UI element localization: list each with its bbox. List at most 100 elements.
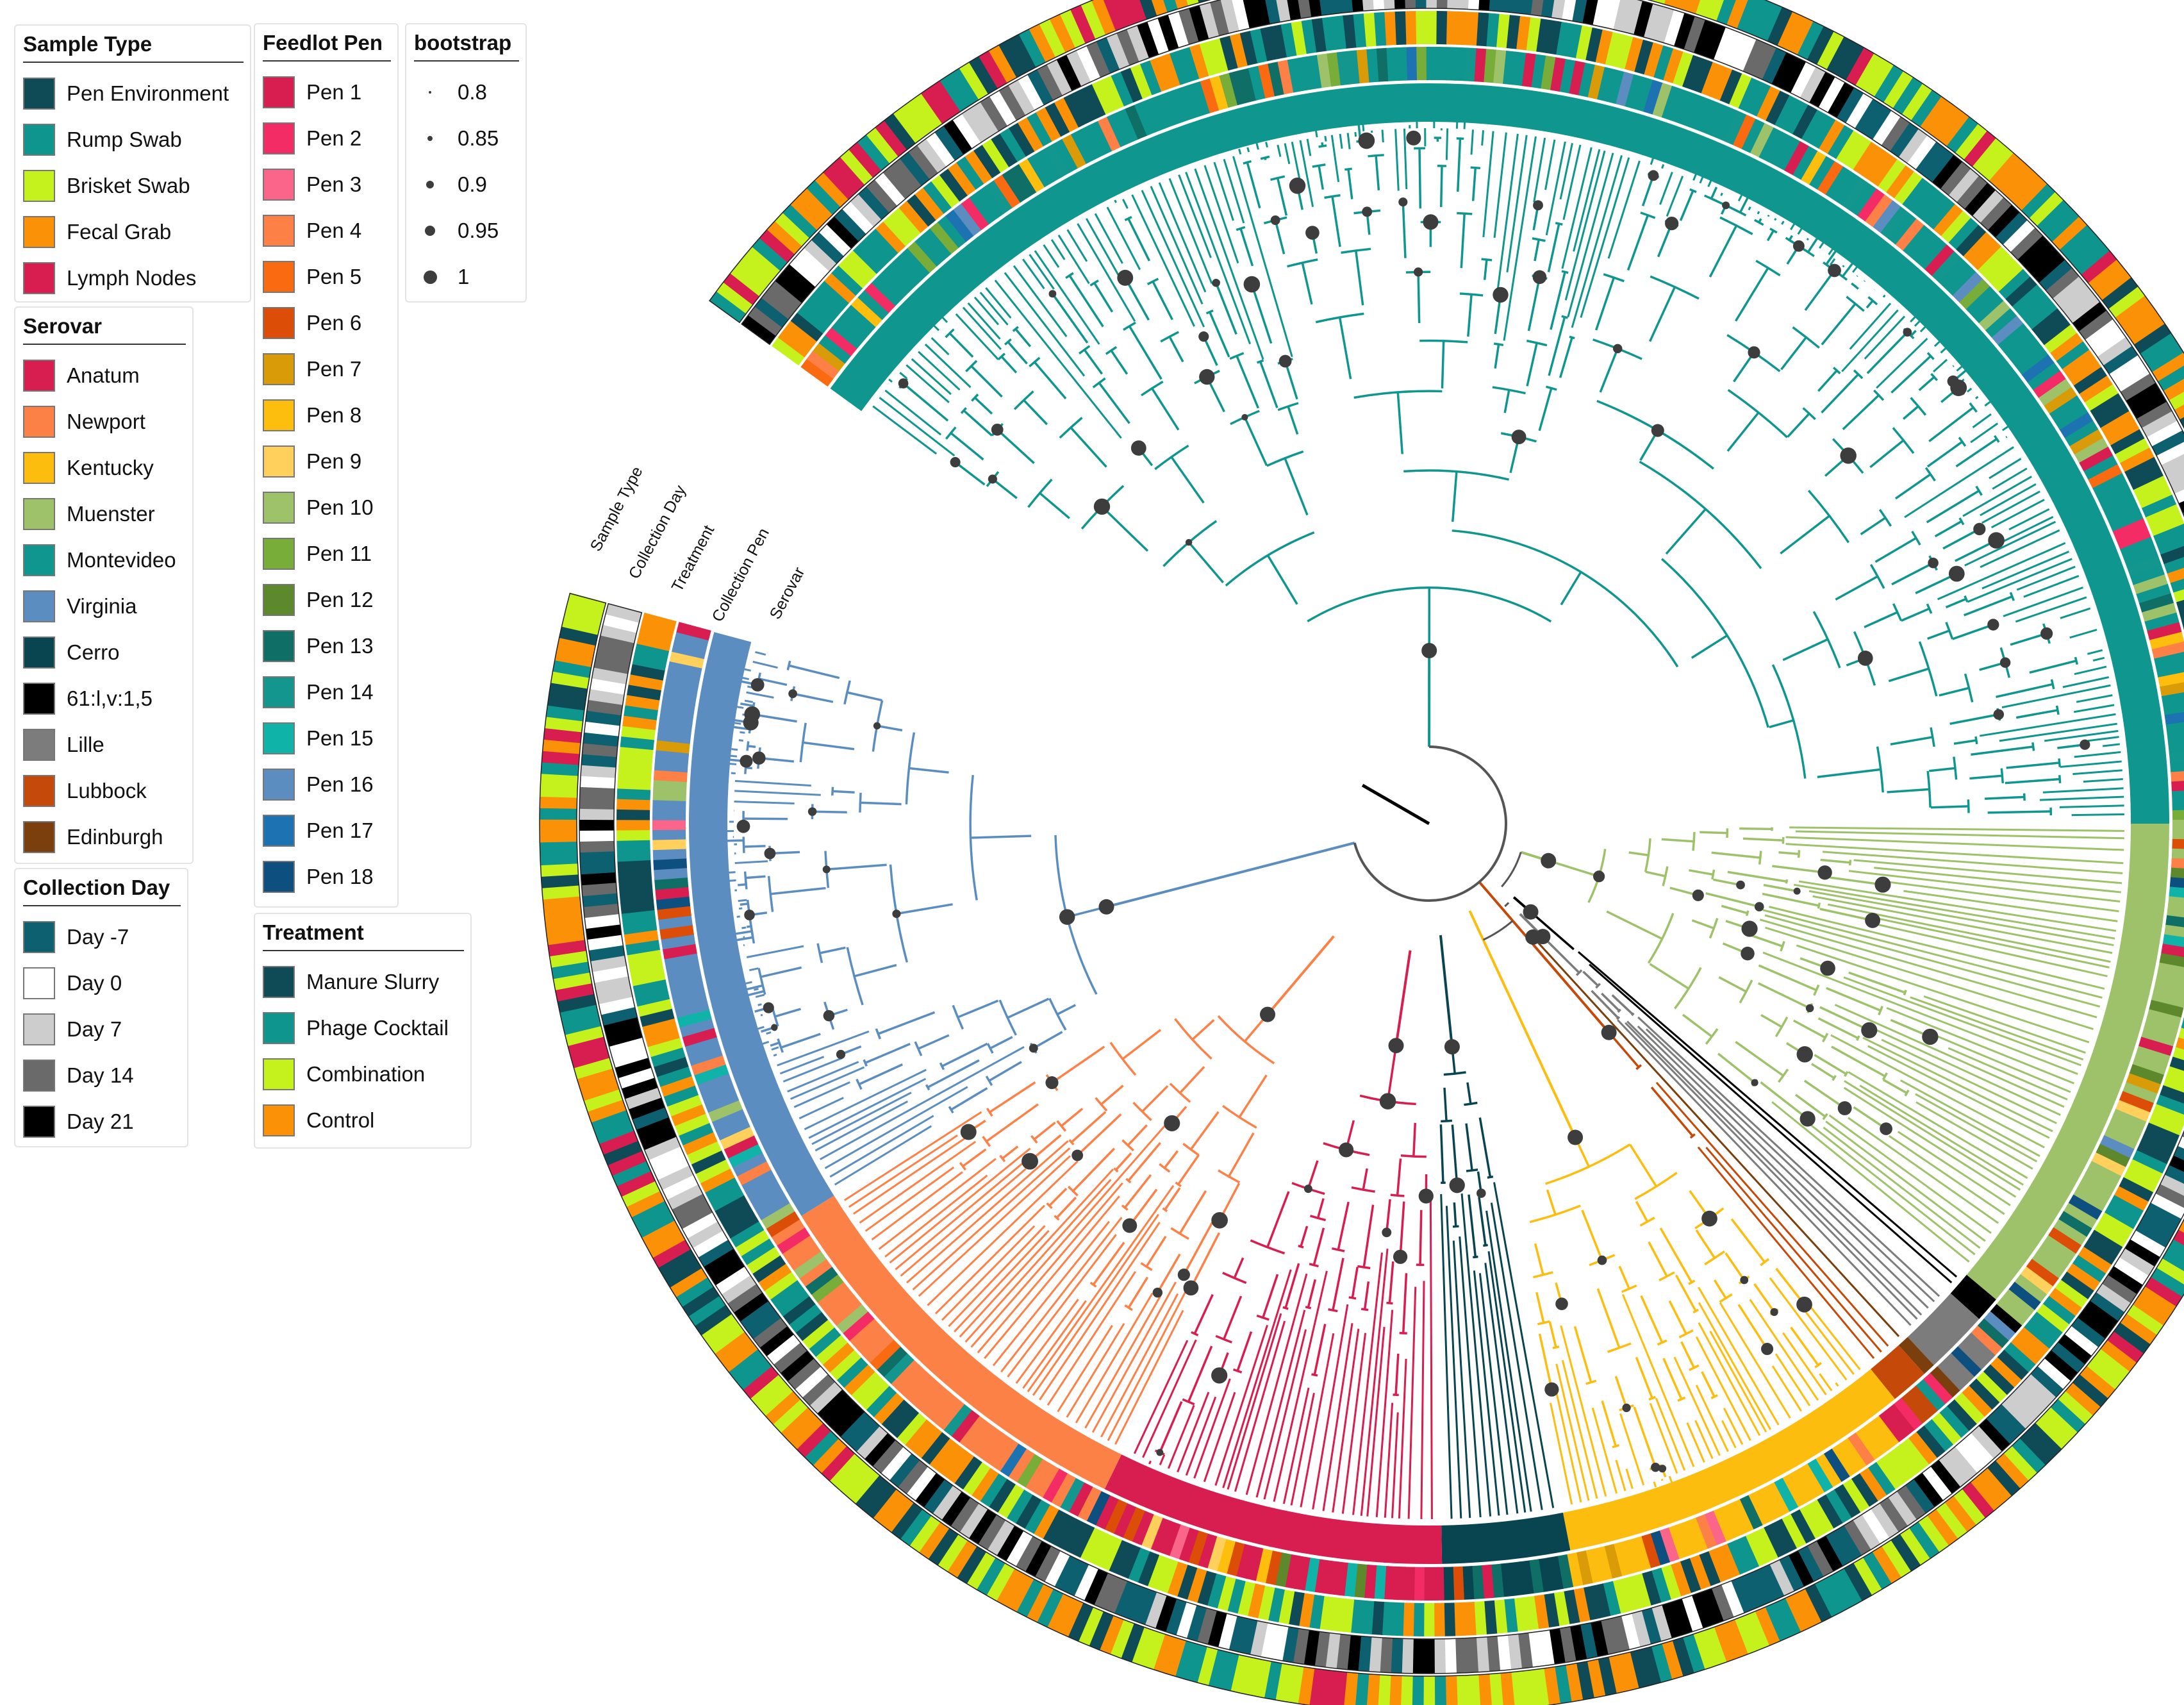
pen-cell [1823,1448,1850,1483]
day-cell [897,1460,928,1494]
day-cell [1046,59,1073,96]
treatment-cell [1036,107,1062,142]
treatment-cell [1216,1576,1236,1611]
day-cell [1114,1581,1138,1618]
branch-line [1781,220,1785,225]
day-cell [1769,1559,1794,1597]
legend-item-kentucky: Kentucky [23,445,192,491]
pen-cell [684,1036,720,1056]
legend-label: 0.8 [458,80,487,104]
treatment-cell [2128,1159,2163,1184]
branch-line [1874,536,1917,563]
branch-arc [1236,226,1246,231]
day-cell [661,1174,699,1200]
branch-line [1937,542,2066,601]
treatment-cell [2109,1195,2144,1221]
bootstrap-node [1122,1218,1138,1233]
pen-cell [1327,52,1341,87]
pen-cell [1190,81,1211,117]
pen-cell [656,739,690,754]
branch-line [1250,284,1273,344]
sample-cell [591,1109,631,1134]
legend-swatch [23,921,55,953]
pen-cell [849,1318,881,1349]
day-cell [1837,87,1864,124]
branch-line [1222,1269,1292,1488]
pen-cell [1493,49,1507,84]
branch-line [1691,634,1728,659]
day-cell [959,1502,988,1538]
legend-swatch [23,78,55,110]
pen-cell [1236,1543,1254,1579]
pen-cell [1784,141,1810,176]
treatment-cell [1827,125,1855,160]
pen-cell [1686,1517,1708,1553]
pen-cell [2112,518,2147,541]
branch-line [1760,1014,1783,1028]
branch-line [1689,869,1714,876]
tree-branches [720,112,2124,1519]
branch-arc [1123,321,1136,331]
pen-cell [1950,1346,1982,1377]
branch-arc [1832,1075,1837,1081]
branch-line [1503,136,1537,341]
sample-cell [2095,268,2132,301]
branch-arc [1309,1263,1319,1268]
pen-cell [1815,1453,1842,1488]
pen-cell [1344,1562,1358,1597]
pen-cell [2033,370,2067,399]
day-cell [1056,54,1082,91]
sample-cell [2113,1322,2151,1354]
treatment-cell [1566,23,1583,58]
pen-cell [1086,1490,1111,1526]
treatment-cell [988,1478,1016,1513]
sample-cell [1629,1649,1650,1689]
day-cell [1137,21,1160,58]
day-cell [1681,1595,1703,1632]
branch-line [895,1158,1029,1270]
treatment-cell [1910,184,1940,217]
pen-cell [983,1432,1011,1466]
legend-item-pen-11: Pen 11 [263,531,397,577]
legend-title: Serovar [23,314,186,345]
sample-cell [1682,1634,1705,1674]
branch-line [1848,971,1906,994]
day-cell [1228,1615,1248,1652]
branch-line [1209,311,1230,358]
legend-label: Pen Environment [67,81,229,105]
treatment-cell [2173,589,2184,603]
branch-line [1000,1217,1123,1373]
branch-line [888,378,893,383]
branch-line [954,461,986,486]
day-cell [977,1514,1006,1550]
branch-line [1548,1321,1557,1348]
sample-cell [540,795,577,809]
treatment-cell [1371,1601,1385,1635]
sample-cell [788,1415,823,1450]
branch-line [1661,164,1665,169]
branch-line [1780,515,1830,554]
branch-line [1459,1236,1482,1518]
day-cell [2140,1211,2176,1239]
treatment-cell [682,1131,718,1155]
sample-cell [1784,1593,1812,1633]
pen-cell [1670,88,1692,124]
pen-cell [2167,731,2184,744]
bootstrap-node [1358,132,1375,149]
pen-cell [1557,1554,1574,1589]
treatment-cell [2181,620,2184,631]
treatment-cell [1082,83,1107,119]
bootstrap-node [1701,1210,1717,1227]
branch-arc [1689,1364,1700,1372]
branch-line [1897,1131,2011,1206]
branch-line [1772,865,1825,874]
branch-line [1999,722,2117,742]
legend-label: Pen 15 [306,726,374,750]
sample-cell [587,1099,627,1123]
pen-cell [920,1385,950,1418]
pen-cell [656,895,691,910]
branch-line [1306,138,1312,156]
